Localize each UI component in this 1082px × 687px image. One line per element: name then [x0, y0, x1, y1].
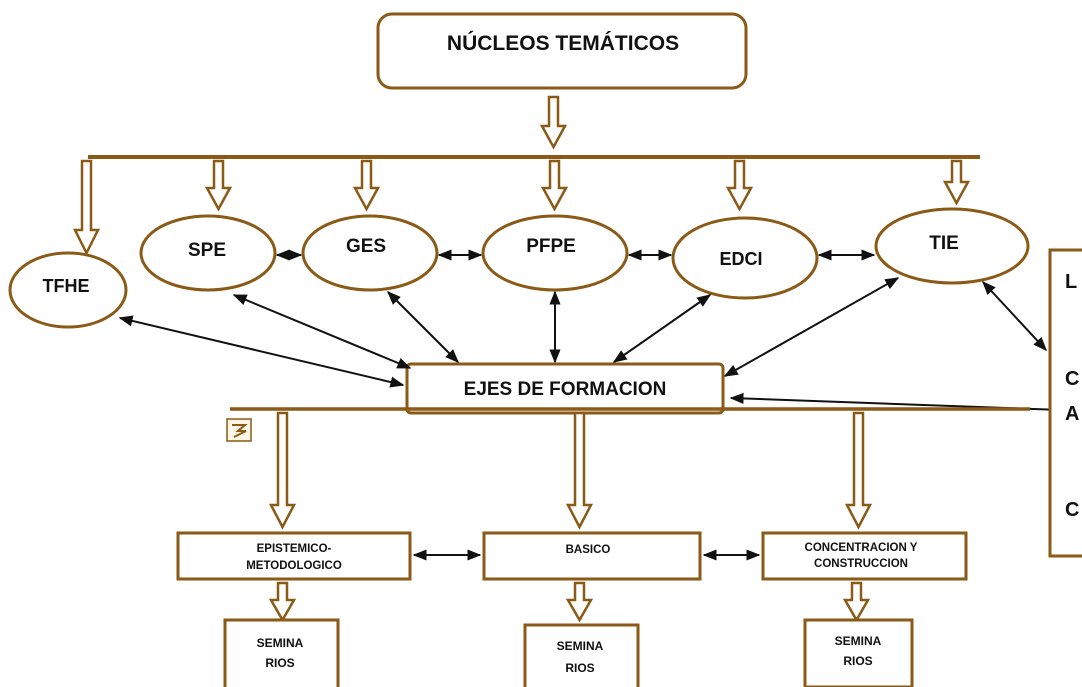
eje-basico-line1: BASICO	[566, 544, 611, 556]
seminario-2-line1: SEMINA	[557, 639, 604, 653]
nucleo-edci-label: EDCI	[719, 249, 762, 269]
title-node: NÚCLEOS TEMÁTICOS	[376, 12, 748, 90]
eje-epistemico: EPISTEMICO- METODOLOGICO	[176, 531, 412, 581]
seminario-2: SEMINA RIOS	[523, 623, 640, 687]
seminario-3-line2: RIOS	[843, 654, 872, 668]
nucleo-down-arrows	[72, 159, 971, 256]
nucleo-tfhe-label: TFHE	[43, 276, 90, 296]
title-down-arrow	[539, 95, 568, 150]
side-list-item: A	[1065, 403, 1079, 425]
nucleo-tie-label: TIE	[929, 233, 959, 254]
nucleo-spe-label: SPE	[188, 240, 226, 261]
seminario-1-line2: RIOS	[265, 656, 294, 670]
seminario-1: SEMINA RIOS	[223, 618, 340, 687]
seminario-3-line1: SEMINA	[835, 634, 882, 648]
nucleo-ges-label: GES	[346, 236, 386, 257]
title-label: NÚCLEOS TEMÁTICOS	[447, 31, 679, 55]
nucleo-tfhe: TFHE	[8, 251, 128, 329]
center-label: EJES DE FORMACION	[464, 379, 667, 400]
side-list-box: L C A C	[1048, 248, 1082, 558]
nucleo-pfpe: PFPE	[481, 214, 629, 292]
nucleo-pfpe-label: PFPE	[526, 236, 576, 257]
eje-epistemico-line1: EPISTEMICO-	[257, 543, 332, 555]
seminario-3: SEMINA RIOS	[803, 618, 914, 687]
center-node: EJES DE FORMACION	[405, 362, 725, 415]
eje-basico: BASICO	[482, 531, 702, 581]
seminario-1-line1: SEMINA	[257, 636, 304, 650]
eje-concentracion: CONCENTRACION Y CONSTRUCCION	[761, 531, 968, 581]
eje-concentracion-line2: CONSTRUCCION	[814, 558, 908, 570]
side-list-item: L	[1065, 271, 1077, 293]
nucleo-edci: EDCI	[671, 216, 819, 300]
nucleo-ges: GES	[301, 214, 439, 292]
nucleo-spe: SPE	[139, 214, 277, 292]
seminario-down-arrows	[268, 581, 871, 623]
eje-down-arrows	[268, 411, 873, 530]
eje-epistemico-line2: METODOLOGICO	[246, 560, 342, 572]
side-list-item: C	[1065, 368, 1079, 390]
side-list-item: C	[1065, 499, 1079, 521]
nucleo-tie: TIE	[874, 207, 1030, 285]
small-note-icon	[226, 418, 252, 442]
eje-concentracion-line1: CONCENTRACION Y	[805, 542, 918, 554]
seminario-2-line2: RIOS	[565, 661, 594, 675]
